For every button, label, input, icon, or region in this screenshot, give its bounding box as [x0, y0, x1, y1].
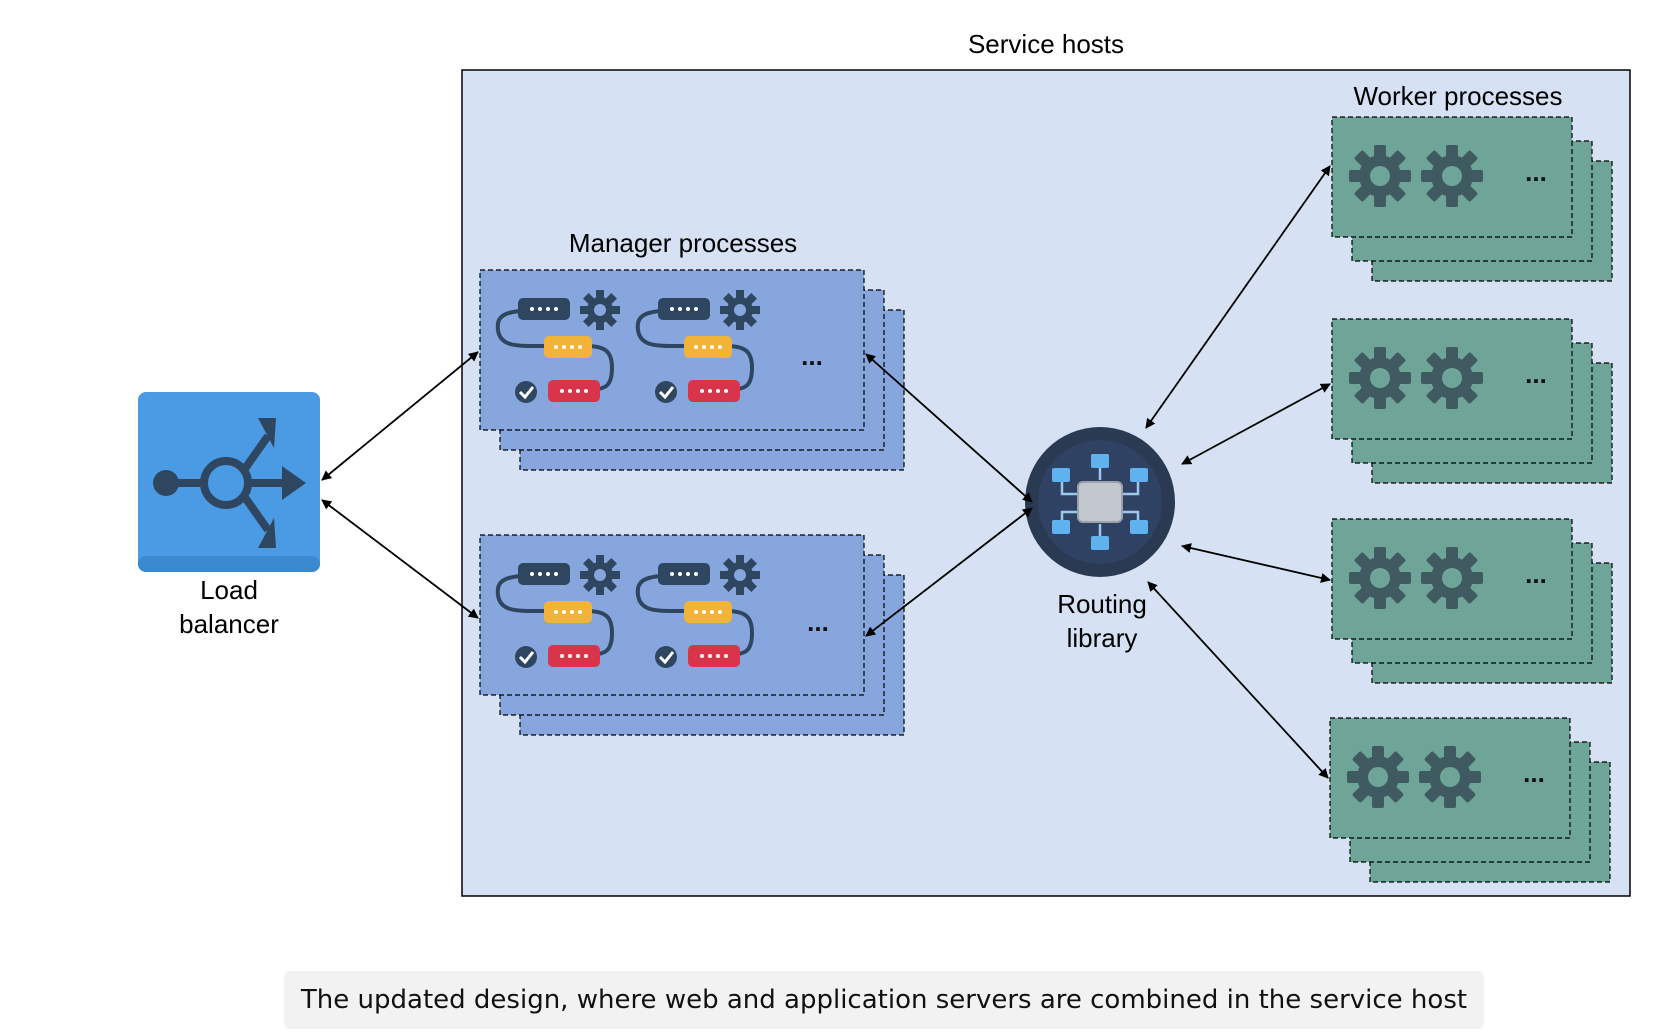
more-workers-marker: ... — [1525, 157, 1547, 187]
manager-processes-label: Manager processes — [568, 228, 798, 258]
routing-library-label-line1: Routing — [1057, 589, 1147, 619]
connector-manager-2-routing — [865, 507, 1033, 637]
gear-icon — [1349, 145, 1411, 207]
gear-icon — [1349, 347, 1411, 409]
connectors — [321, 165, 1331, 779]
gear-icon — [1349, 547, 1411, 609]
connector-lb-manager-1 — [321, 351, 479, 481]
connector-routing-worker-3 — [1181, 543, 1331, 583]
load-balancer-label-line1: Load — [200, 575, 258, 605]
manager-process-group-1 — [479, 269, 905, 471]
more-managers-marker: ... — [807, 607, 829, 637]
service-hosts-label: Service hosts — [967, 29, 1125, 59]
more-managers-marker: ... — [801, 341, 823, 371]
manager-process-group-2 — [479, 534, 905, 736]
load-balancer-label-line2: balancer — [179, 609, 279, 639]
worker-process-group-3 — [1331, 518, 1613, 684]
load-balancer-icon — [138, 392, 320, 572]
caption-text: The updated design, where web and applic… — [300, 985, 1468, 1015]
gear-icon — [1421, 145, 1483, 207]
gear-icon — [1347, 746, 1409, 808]
routing-library-label-line2: library — [1066, 623, 1138, 653]
worker-processes-label: Worker processes — [1353, 81, 1563, 111]
connector-manager-1-routing — [865, 353, 1033, 503]
more-workers-marker: ... — [1523, 758, 1545, 788]
worker-process-group-2 — [1331, 318, 1613, 484]
more-workers-marker: ... — [1525, 359, 1547, 389]
connector-lb-manager-2 — [321, 499, 479, 619]
worker-process-group-4 — [1329, 717, 1611, 883]
more-workers-marker: ... — [1525, 559, 1547, 589]
gear-icon — [1419, 746, 1481, 808]
gear-icon — [1421, 347, 1483, 409]
connector-routing-worker-1 — [1145, 165, 1331, 429]
connector-routing-worker-4 — [1147, 581, 1329, 779]
routing-library-icon — [1025, 427, 1175, 577]
caption-box: The updated design, where web and applic… — [284, 971, 1484, 1029]
connector-routing-worker-2 — [1181, 383, 1331, 465]
worker-process-group-1 — [1331, 116, 1613, 282]
gear-icon — [1421, 547, 1483, 609]
